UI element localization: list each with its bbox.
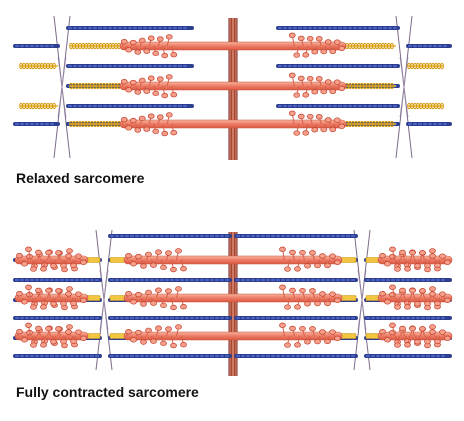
thin-filament — [276, 104, 400, 108]
thin-filament — [234, 354, 358, 358]
thin-filament — [108, 278, 232, 282]
myosin-heads — [279, 322, 341, 348]
myosin-heads — [120, 34, 178, 59]
myosin-heads — [389, 322, 451, 348]
z-disc — [395, 15, 413, 159]
contracted-sarcomere-caption: Fully contracted sarcomere — [16, 384, 199, 400]
myosin-heads — [25, 284, 87, 310]
thin-filament — [66, 64, 194, 68]
z-disc — [53, 15, 71, 159]
thin-filament — [13, 122, 60, 126]
thin-filament — [276, 26, 400, 30]
thin-filament — [108, 234, 232, 238]
thick-filament — [119, 81, 347, 91]
relaxed-sarcomere-illustration — [13, 15, 452, 160]
myosin-heads — [125, 286, 187, 311]
thin-filament — [276, 64, 400, 68]
thin-filament — [13, 316, 102, 320]
thin-filament — [406, 44, 452, 48]
thin-filament — [406, 122, 452, 126]
myosin-heads — [120, 74, 178, 99]
z-disc — [353, 229, 371, 371]
myosin-heads — [389, 246, 451, 272]
contracted-sarcomere-panel: Fully contracted sarcomere — [0, 218, 464, 421]
thin-filament — [108, 354, 232, 358]
thin-filament — [108, 316, 232, 320]
thick-filament — [119, 41, 347, 51]
titin-filament — [407, 102, 444, 110]
myosin-heads — [25, 246, 87, 272]
thick-filament — [123, 293, 343, 303]
thick-filament — [123, 331, 343, 341]
myosin-heads — [288, 110, 346, 136]
myosin-heads — [120, 112, 178, 137]
thin-filament — [234, 278, 358, 282]
myosin-heads — [279, 284, 341, 310]
thick-filament — [123, 255, 343, 265]
thin-filament — [66, 26, 194, 30]
relaxed-sarcomere-panel: Relaxed sarcomere — [0, 0, 464, 200]
relaxed-sarcomere-caption: Relaxed sarcomere — [16, 170, 145, 186]
thin-filament — [13, 278, 102, 282]
thin-filament — [364, 316, 452, 320]
contracted-sarcomere-illustration — [13, 229, 453, 376]
thin-filament — [66, 104, 194, 108]
thick-filament — [119, 119, 347, 129]
myosin-heads — [288, 72, 346, 98]
myosin-heads — [125, 248, 187, 273]
thin-filament — [13, 354, 102, 358]
thin-filament — [234, 316, 358, 320]
myosin-heads — [389, 284, 451, 310]
myosin-heads — [288, 32, 346, 58]
thin-filament — [364, 354, 452, 358]
titin-filament — [407, 62, 444, 70]
titin-filament — [19, 62, 58, 70]
myosin-heads — [25, 322, 87, 348]
myosin-heads — [125, 324, 187, 349]
titin-filament — [19, 102, 58, 110]
myosin-heads — [279, 246, 341, 272]
thin-filament — [364, 278, 452, 282]
thin-filament — [13, 44, 60, 48]
thin-filament — [234, 234, 358, 238]
